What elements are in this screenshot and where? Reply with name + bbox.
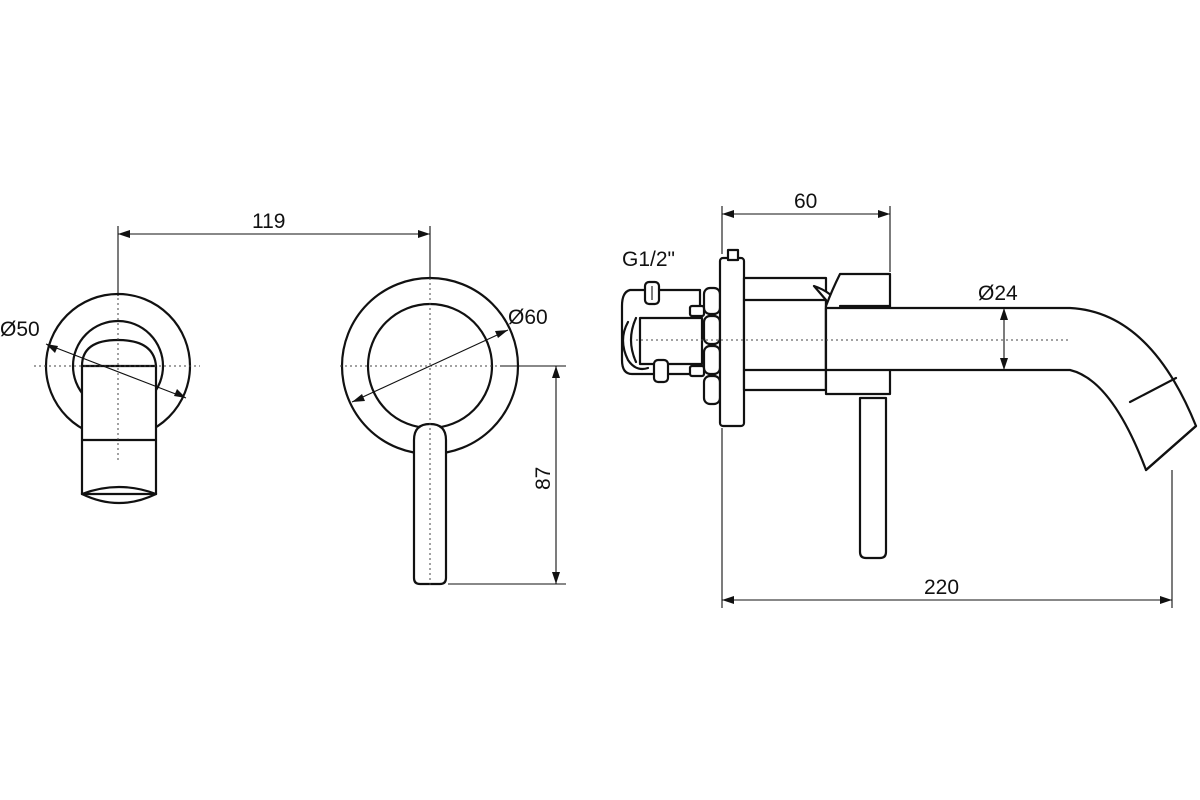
dim-total-projection: 220	[924, 576, 959, 599]
dim-body-depth-line: 60	[721, 190, 891, 272]
mixer-front-view: Ø60	[340, 268, 548, 586]
wall-plate	[718, 256, 746, 428]
dim-spout-diameter: Ø24	[978, 282, 1018, 305]
spout-front-view: Ø50	[0, 268, 200, 504]
dim-lever-drop-line: 87	[448, 365, 566, 585]
dim-center-distance-line: 119	[117, 210, 431, 296]
dim-total-projection-line: 220	[721, 428, 1173, 608]
dim-lever-drop: 87	[532, 467, 555, 490]
spout-pipe	[80, 364, 158, 496]
dim-spout-diameter-line: Ø24	[978, 282, 1018, 370]
side-lever	[858, 396, 888, 560]
tap-side-view	[620, 248, 1198, 560]
dim-body-depth: 60	[794, 190, 817, 213]
dim-mixer-rosette: Ø60	[508, 306, 548, 329]
dim-center-distance: 119	[252, 210, 285, 233]
dim-thread: G1/2"	[622, 248, 675, 271]
dim-spout-rosette: Ø50	[0, 318, 40, 341]
